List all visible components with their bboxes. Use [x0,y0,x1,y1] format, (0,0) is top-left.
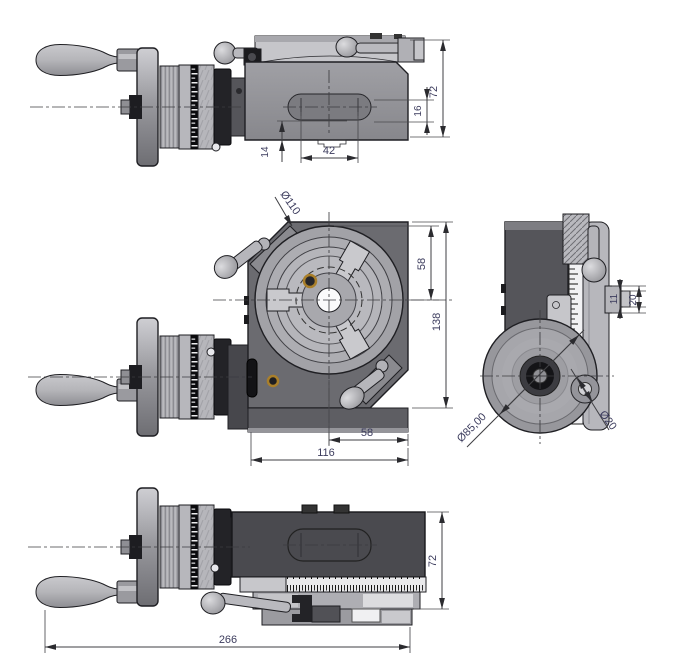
view-right-side: 11 20 Ø85,00 Ø20 [455,213,646,448]
table-ring-edge [213,33,425,66]
brass-bushing [266,374,280,388]
body-nub [244,296,249,305]
dim-front-center-right-58: 58 [328,380,409,446]
base-body [231,511,426,578]
base-key-tab [333,504,350,514]
clamp-ball-knob [581,257,607,283]
clamp-lever-bar [355,42,405,54]
clamp-ball-knob [335,36,359,58]
rim-notch [351,608,381,623]
collar-screw [211,142,221,152]
dim-text: 72 [428,86,440,98]
collar-screw [206,347,216,357]
view-front: Ø110 58 138 58 116 [28,189,455,466]
dim-text: 20 [628,294,639,306]
body-nub [501,306,506,315]
plate-hole [552,301,560,309]
band-left-block [239,576,287,593]
grip-bottom [35,576,141,608]
dim-front-height-138: 138 [412,221,453,409]
clamp-bracket [292,595,312,622]
base-edge [248,428,408,433]
lock-knob [246,358,258,398]
base-key [317,139,347,148]
t-slot [334,316,371,360]
dim-bottom-height-72: 72 [414,511,449,610]
degree-ticks [286,577,424,592]
side-body-top [505,222,568,230]
dim-text: 16 [413,105,424,117]
dim-top-height-72: 72 [410,39,450,138]
body-nub [244,315,249,324]
dim-text: 58 [416,258,428,270]
clamp-section-hatched [562,213,590,265]
housing-screw [236,88,242,94]
rim-highlight [363,594,413,607]
dim-top-offset-14: 14 [260,120,347,162]
dim-text: 42 [323,145,335,157]
dim-text: Ø85,00 [455,411,489,445]
clamp-block-screw [248,53,256,61]
ring-tab [394,34,402,39]
dim-front-table-diameter: Ø110 [274,189,303,227]
body-nub [501,284,506,293]
dim-text: 58 [361,427,373,439]
clamp-ball-knob [339,386,365,410]
view-bottom-elevation: 72 266 [28,487,449,653]
dim-front-center-top-58: 58 [334,225,439,301]
clamp-base [311,605,341,623]
dim-top-spacing-42: 42 [300,112,359,163]
dim-text: 14 [260,146,271,158]
ring-tab [370,33,382,39]
dim-front-width-116: 116 [250,432,409,466]
clamp-ball-knob [213,255,239,279]
dim-text: 116 [317,447,335,459]
base-key-tab [301,504,318,514]
dim-text: 138 [431,313,443,331]
dim-top-slot-16: 16 [374,87,434,135]
brass-locating-hole [302,273,318,289]
dim-text: 72 [427,555,439,567]
dim-bottom-length-266: 266 [44,610,411,653]
dim-text: 266 [219,634,237,646]
view-top-elevation: 72 16 14 42 [30,33,450,167]
dim-text: 11 [609,293,620,304]
clamp-ball-knob [200,591,226,615]
rim-highlight [382,611,410,623]
clamp-bracket-step [413,39,425,61]
dim-side-spigot-11-20: 11 20 [609,279,646,319]
grip-top [35,44,141,76]
dim-text: Ø110 [278,189,303,217]
collar-screw [210,563,220,573]
t-slot [334,240,371,284]
